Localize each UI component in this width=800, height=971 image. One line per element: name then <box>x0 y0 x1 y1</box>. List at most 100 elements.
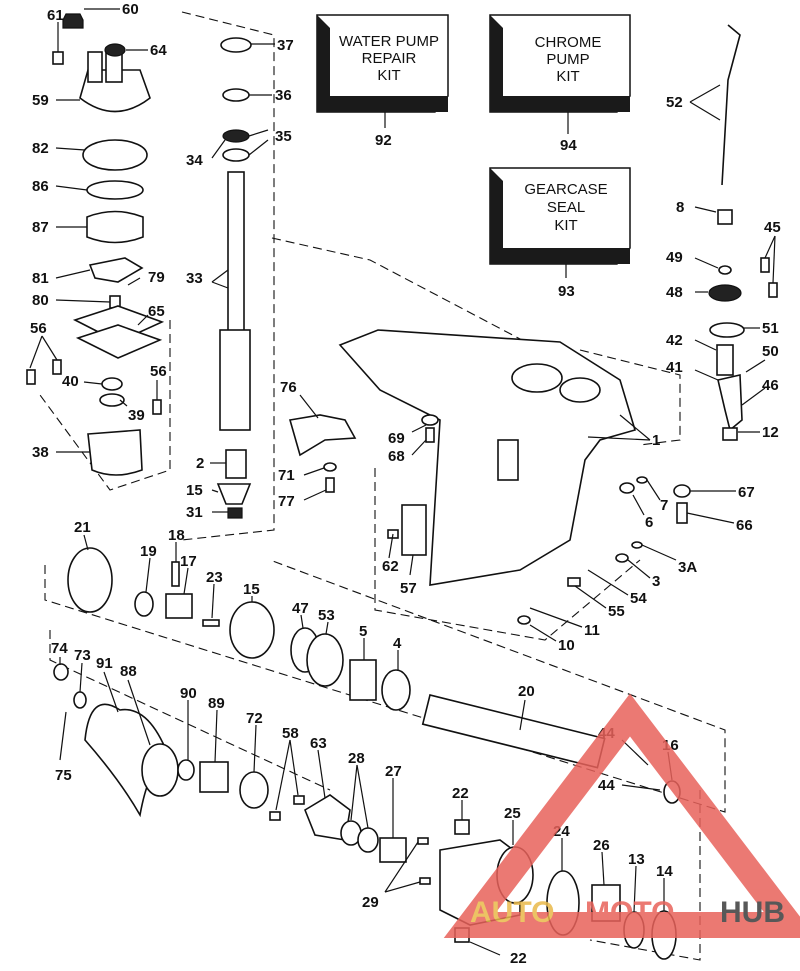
o-ring-51 <box>709 322 745 338</box>
label: 1 <box>652 432 660 449</box>
label: 37 <box>277 37 294 54</box>
seal-3A <box>631 541 643 549</box>
label: 8 <box>676 199 684 216</box>
seal-7 <box>636 476 648 484</box>
leader-lines <box>29 8 776 956</box>
lock-22a <box>454 819 470 835</box>
seal-4 <box>381 669 411 711</box>
bearing-2 <box>225 449 247 479</box>
label: 80 <box>32 292 49 309</box>
label: 4 <box>393 635 402 652</box>
label: 50 <box>762 343 779 360</box>
screw-61 <box>52 51 64 65</box>
label: 77 <box>278 493 295 510</box>
label: 62 <box>382 558 399 575</box>
label: 55 <box>608 603 625 620</box>
label: 20 <box>518 683 535 700</box>
label: 31 <box>186 504 203 521</box>
label: 76 <box>280 379 297 396</box>
screw-45a <box>760 257 770 273</box>
label: 22 <box>510 950 527 967</box>
label: 90 <box>180 685 197 702</box>
label: 6 <box>645 514 653 531</box>
prop-shaft-parts <box>67 547 681 804</box>
label: 23 <box>206 569 223 586</box>
label: 67 <box>738 484 755 501</box>
cover-76 <box>288 414 357 457</box>
label: 65 <box>148 303 165 320</box>
label: 69 <box>388 430 405 447</box>
label: 29 <box>362 894 379 911</box>
watermark-text-hub: HUB <box>720 896 785 929</box>
label: 60 <box>122 1 139 18</box>
label: 74 <box>51 640 68 657</box>
label: 19 <box>140 543 157 560</box>
washer-19 <box>134 591 154 617</box>
o-ring-37 <box>220 37 252 53</box>
label: 73 <box>74 647 91 664</box>
screw-45b <box>768 282 778 298</box>
washer-35 <box>222 148 250 162</box>
nut-74 <box>53 663 69 681</box>
label: 82 <box>32 140 49 157</box>
label: 15 <box>243 581 260 598</box>
label: 21 <box>74 519 91 536</box>
pin-18 <box>171 561 180 587</box>
label: 47 <box>292 600 309 617</box>
label: 53 <box>318 607 335 624</box>
label: 10 <box>558 637 575 654</box>
label: 51 <box>762 320 779 337</box>
bearing-53 <box>306 633 344 687</box>
prop-shaft-20 <box>421 694 606 769</box>
screw-56a <box>26 369 36 385</box>
label: 63 <box>310 735 327 752</box>
screw-77 <box>325 477 335 493</box>
label: 87 <box>32 219 49 236</box>
label: 42 <box>666 332 683 349</box>
label: 66 <box>736 517 753 534</box>
watermark-text-moto: MOTO <box>585 896 674 929</box>
label: 14 <box>656 863 673 880</box>
anode-10 <box>517 615 531 625</box>
label: 36 <box>275 87 292 104</box>
label: 5 <box>359 623 367 640</box>
nut-31 <box>227 507 243 519</box>
housing-1 <box>338 329 636 586</box>
bushing-42 <box>716 344 734 376</box>
label: 11 <box>584 622 600 639</box>
grommet-60 <box>62 13 84 29</box>
washer-72 <box>239 771 269 809</box>
label: 25 <box>504 805 521 822</box>
label: 22 <box>452 785 469 802</box>
propeller-88 <box>84 703 172 818</box>
label: 91 <box>96 655 113 672</box>
clip-12 <box>722 427 738 441</box>
kit-line: REPAIR <box>362 50 417 67</box>
kit-number: 94 <box>560 137 577 154</box>
label: 75 <box>55 767 72 784</box>
label: 7 <box>660 497 668 514</box>
gear-15 <box>229 601 275 659</box>
kit-line: KIT <box>377 67 400 84</box>
kit-line: KIT <box>556 68 579 85</box>
housing-tube-1 <box>87 51 103 83</box>
o-ring-49 <box>718 265 732 275</box>
gasket-65 <box>75 324 163 359</box>
screw-29a <box>417 837 429 845</box>
ring-39 <box>99 393 125 407</box>
screw-66 <box>676 502 688 524</box>
label: 79 <box>148 269 165 286</box>
gearcase-seal-kit-box: GEARCASE SEAL KIT 93 <box>489 167 631 300</box>
washer-90 <box>177 759 195 781</box>
label: 68 <box>388 448 405 465</box>
chrome-pump-kit-box: CHROME PUMP KIT 94 <box>489 14 631 154</box>
kit-line: GEARCASE <box>524 181 607 198</box>
label: 61 <box>47 7 64 24</box>
label: 58 <box>282 725 299 742</box>
plate-86 <box>86 180 144 200</box>
label: 88 <box>120 663 137 680</box>
kit-line: CHROME <box>535 34 602 51</box>
pump-base-38 <box>87 429 143 476</box>
label: 54 <box>630 590 647 607</box>
